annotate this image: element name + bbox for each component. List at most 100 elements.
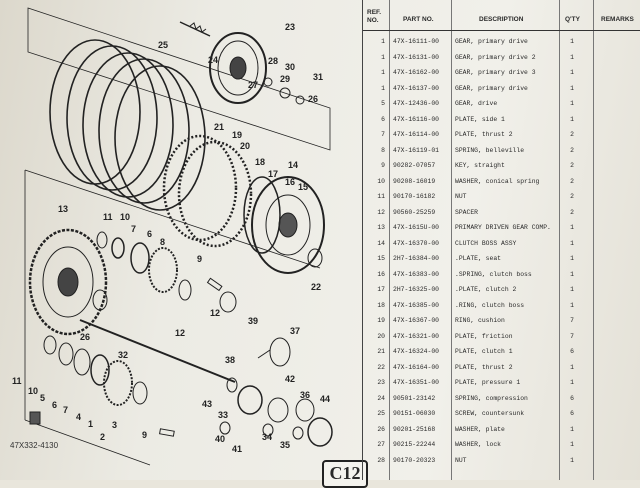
qty-cell: 6 — [570, 410, 574, 417]
description-cell: PLATE, pressure 1 — [455, 379, 521, 386]
callout-10b: 10 — [28, 386, 38, 396]
description-cell: .PLATE, seat — [455, 255, 502, 262]
ref-no-cell: 8 — [381, 146, 385, 154]
callout-6b: 6 — [52, 400, 57, 410]
ref-no-cell: 11 — [377, 193, 385, 200]
callout-1: 1 — [88, 419, 93, 429]
ref-no-cell: 7 — [381, 131, 385, 138]
callout-17: 17 — [268, 169, 278, 179]
callout-10: 10 — [120, 212, 130, 222]
callout-33: 33 — [218, 410, 228, 420]
part-no-cell: 47X-16111-00 — [393, 38, 440, 45]
ref-no-cell: 1 — [381, 69, 385, 76]
qty-cell: 2 — [570, 131, 574, 138]
description-cell: SCREW, countersunk — [455, 410, 525, 417]
callout-7: 7 — [131, 224, 136, 234]
qty-cell: 1 — [570, 53, 574, 61]
part-no-cell: 47X-16385-00 — [393, 301, 440, 309]
callout-16: 16 — [285, 177, 295, 187]
header-remarks: REMARKS — [601, 16, 634, 23]
callout-18: 18 — [255, 157, 265, 167]
callout-11b: 11 — [12, 376, 22, 386]
callout-29: 29 — [280, 74, 290, 84]
part-no-cell: 47X-16116-00 — [393, 115, 440, 123]
ref-no-cell: 27 — [377, 441, 385, 448]
header-ref: REF.NO. — [367, 9, 382, 24]
callout-31: 31 — [313, 72, 323, 82]
callout-9b: 9 — [142, 430, 147, 440]
callout-30: 30 — [285, 62, 295, 72]
ref-no-cell: 26 — [377, 425, 385, 433]
callout-7b: 7 — [63, 405, 68, 415]
description-cell: .SPRING, clutch boss — [455, 270, 532, 278]
callout-22: 22 — [311, 282, 321, 292]
qty-cell: 2 — [570, 193, 574, 200]
part-no-cell: 90560-25259 — [393, 208, 436, 216]
qty-cell: 1 — [570, 255, 574, 262]
part-no-cell: 90282-07057 — [393, 162, 436, 169]
ref-no-cell: 24 — [377, 394, 385, 402]
callout-40: 40 — [215, 434, 225, 444]
exploded-parts-diagram: 23 25 24 28 30 29 31 27 26 21 19 20 18 1… — [12, 7, 333, 466]
part-no-cell: 47X-12436-00 — [393, 100, 440, 107]
qty-cell: 1 — [570, 69, 574, 76]
description-cell: SPRING, compression — [455, 394, 528, 402]
part-no-cell: 47X-16321-00 — [393, 332, 440, 340]
callout-34: 34 — [262, 432, 272, 442]
ref-no-cell: 20 — [377, 332, 385, 340]
callout-3: 3 — [112, 420, 117, 430]
description-cell: WASHER, conical spring — [455, 177, 540, 185]
callout-labels: 23 25 24 28 30 29 31 27 26 21 19 20 18 1… — [12, 22, 330, 454]
ref-no-cell: 28 — [377, 456, 385, 464]
description-cell: .PLATE, clutch 2 — [455, 286, 517, 293]
part-no-cell: 90208-16019 — [393, 177, 436, 185]
qty-cell: 1 — [570, 441, 574, 448]
description-cell: GEAR, primary drive 2 — [455, 53, 536, 61]
callout-43: 43 — [202, 399, 212, 409]
qty-cell: 6 — [570, 348, 574, 355]
qty-cell: 1 — [570, 456, 574, 464]
ref-no-cell: 17 — [377, 286, 385, 293]
callout-41: 41 — [232, 444, 242, 454]
callout-9: 9 — [197, 254, 202, 264]
callout-39: 39 — [248, 316, 258, 326]
callout-2: 2 — [100, 432, 105, 442]
part-no-cell: 90170-20323 — [393, 456, 436, 464]
ref-no-cell: 12 — [377, 208, 385, 216]
qty-cell: 1 — [570, 379, 574, 386]
callout-26b: 26 — [80, 332, 90, 342]
table-top-strip — [363, 0, 640, 5]
callout-27: 27 — [248, 80, 258, 90]
ref-no-cell: 14 — [377, 239, 385, 247]
callout-11: 11 — [103, 212, 113, 222]
description-cell: PLATE, thrust 2 — [455, 131, 513, 138]
description-cell: SPRING, belleville — [455, 146, 525, 154]
qty-cell: 1 — [570, 115, 574, 123]
part-no-cell: 90501-23142 — [393, 394, 436, 402]
qty-cell: 1 — [570, 38, 574, 45]
header-part-no: PART NO. — [403, 16, 434, 23]
description-cell: PLATE, thrust 2 — [455, 363, 513, 371]
qty-cell: 7 — [570, 317, 574, 324]
qty-cell: 1 — [570, 224, 574, 231]
part-no-cell: 47X-1615U-00 — [393, 224, 440, 231]
callout-13: 13 — [58, 204, 68, 214]
description-cell: GEAR, primary drive 3 — [455, 69, 536, 76]
callout-25: 25 — [158, 40, 168, 50]
